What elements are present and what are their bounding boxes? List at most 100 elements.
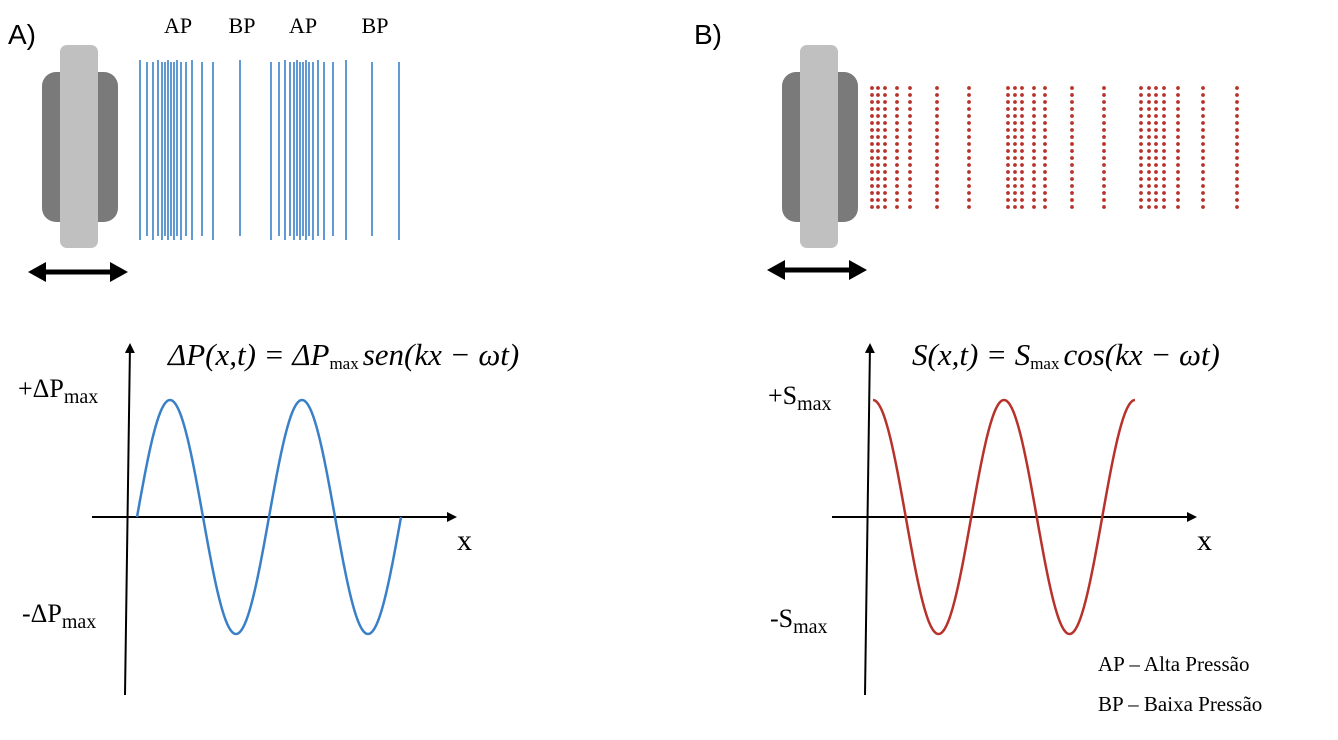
particle-dot: [870, 100, 874, 104]
particle-dot: [876, 93, 880, 97]
particle-dot: [1020, 149, 1024, 153]
particle-dot: [1201, 149, 1205, 153]
particle-dot: [883, 184, 887, 188]
speaker-b-cone: [800, 45, 838, 248]
particle-dot: [1102, 142, 1106, 146]
particle-dot: [935, 107, 939, 111]
particle-dot: [1139, 177, 1143, 181]
particle-dot: [1154, 163, 1158, 167]
particle-dot: [895, 100, 899, 104]
particle-dot: [1043, 163, 1047, 167]
particle-dot: [895, 114, 899, 118]
particle-dot: [1032, 135, 1036, 139]
particle-dot: [1020, 170, 1024, 174]
particle-dot: [1032, 86, 1036, 90]
particle-dot: [870, 163, 874, 167]
particle-dot: [1201, 170, 1205, 174]
particle-dot: [876, 184, 880, 188]
particle-dot: [1070, 135, 1074, 139]
particle-dot: [908, 198, 912, 202]
label-bp-1: BP: [229, 13, 256, 38]
particle-dot: [1201, 114, 1205, 118]
particle-dot: [1032, 121, 1036, 125]
particle-dot: [876, 128, 880, 132]
particle-dot: [1154, 135, 1158, 139]
particle-dot: [1235, 121, 1239, 125]
particle-dot: [1235, 163, 1239, 167]
particle-dot: [1070, 107, 1074, 111]
particle-dot: [1235, 177, 1239, 181]
particle-dot: [1176, 205, 1180, 209]
particle-dot: [1006, 177, 1010, 181]
particle-dot: [883, 128, 887, 132]
particle-dot: [1139, 107, 1143, 111]
particle-dot: [1176, 93, 1180, 97]
particle-dot: [1147, 163, 1151, 167]
particle-dot: [876, 86, 880, 90]
particle-dot: [908, 156, 912, 160]
particle-dot: [967, 86, 971, 90]
particle-dot: [1043, 184, 1047, 188]
particle-dot: [1043, 198, 1047, 202]
particle-dot: [870, 184, 874, 188]
particle-dot: [1147, 114, 1151, 118]
particle-dot: [1020, 128, 1024, 132]
particle-dot: [1201, 205, 1205, 209]
particle-dot: [876, 156, 880, 160]
particle-dot: [1020, 86, 1024, 90]
particle-dot: [1070, 128, 1074, 132]
particle-dot: [1235, 156, 1239, 160]
particle-dot: [1201, 100, 1205, 104]
label-ap-1: AP: [164, 13, 192, 38]
particle-dot: [1043, 142, 1047, 146]
particle-dot: [870, 142, 874, 146]
particle-dot: [895, 86, 899, 90]
particle-dot: [1154, 149, 1158, 153]
particle-dot: [883, 100, 887, 104]
particle-dot: [895, 205, 899, 209]
particle-dot: [1102, 198, 1106, 202]
particle-dot: [1139, 149, 1143, 153]
particle-dot: [935, 93, 939, 97]
label-bp-2: BP: [362, 13, 389, 38]
particle-dot: [1176, 191, 1180, 195]
particle-dot: [1070, 198, 1074, 202]
particle-dot: [870, 170, 874, 174]
particle-dot: [1043, 107, 1047, 111]
particle-dot: [1102, 177, 1106, 181]
graph-b-ymin-label: -Smax: [770, 604, 828, 638]
particle-dot: [1006, 107, 1010, 111]
particle-dot: [1070, 114, 1074, 118]
particle-dot: [1154, 198, 1158, 202]
particle-dot: [1162, 163, 1166, 167]
particle-dot: [1235, 191, 1239, 195]
particle-dot: [1201, 93, 1205, 97]
particle-dot: [895, 184, 899, 188]
particle-dot: [1102, 156, 1106, 160]
particle-dot: [870, 93, 874, 97]
particle-dot: [1102, 163, 1106, 167]
particle-dot: [1020, 177, 1024, 181]
particle-dot: [1032, 149, 1036, 153]
particle-dot: [1032, 170, 1036, 174]
particle-dot: [967, 100, 971, 104]
particle-dot: [1070, 205, 1074, 209]
particle-dot: [1154, 100, 1158, 104]
particle-dot: [967, 177, 971, 181]
particle-dot: [1102, 121, 1106, 125]
particle-dot: [883, 107, 887, 111]
particle-dot: [908, 170, 912, 174]
particle-dot: [1176, 170, 1180, 174]
particle-dot: [1032, 114, 1036, 118]
particle-dot: [1162, 121, 1166, 125]
particle-dot: [1102, 93, 1106, 97]
particle-dot: [1043, 177, 1047, 181]
particle-dot: [967, 198, 971, 202]
particle-dot: [1013, 205, 1017, 209]
graph-a-x-label: x: [457, 524, 472, 557]
particle-dot: [1139, 205, 1143, 209]
particle-dot: [1006, 86, 1010, 90]
particle-dot: [935, 135, 939, 139]
